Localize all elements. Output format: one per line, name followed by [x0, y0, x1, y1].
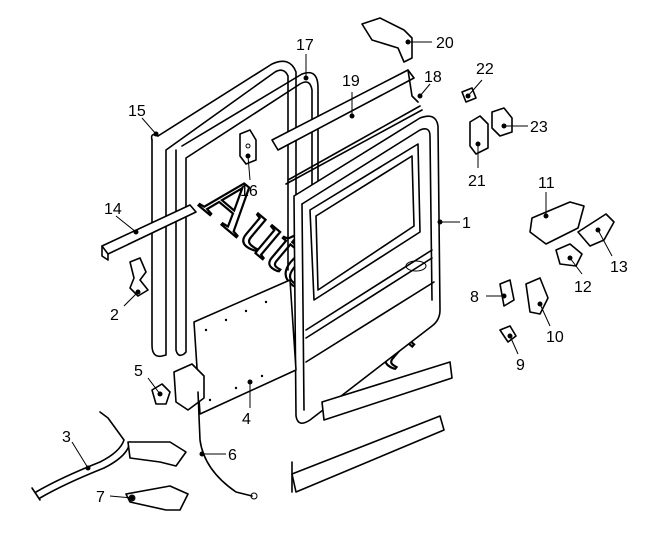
callout-4: 4	[242, 411, 251, 428]
callout-17: 17	[296, 37, 314, 54]
handle-7	[125, 485, 189, 511]
callout-19: 19	[342, 73, 360, 90]
callout-9: 9	[516, 357, 525, 374]
bracket-12	[555, 243, 583, 267]
hinge-21	[469, 115, 489, 155]
leader-lines	[71, 39, 613, 501]
hinge-16	[239, 129, 257, 165]
door-panel	[293, 115, 441, 424]
callout-16: 16	[240, 183, 258, 200]
callout-2: 2	[110, 307, 119, 324]
callout-7: 7	[96, 489, 105, 506]
lock-assembly	[173, 363, 258, 500]
hinge-20	[361, 17, 413, 63]
door-frame-seal	[150, 60, 319, 358]
cable-harness	[31, 411, 187, 501]
callout-14: 14	[104, 201, 122, 218]
bracket-11	[529, 201, 585, 245]
cap-9	[499, 325, 517, 343]
callout-5: 5	[134, 363, 143, 380]
callout-20: 20	[436, 35, 454, 52]
callout-22: 22	[476, 61, 494, 78]
callout-1: 1	[462, 215, 471, 232]
callout-8: 8	[470, 289, 479, 306]
callout-23: 23	[530, 119, 548, 136]
callout-13: 13	[610, 259, 628, 276]
hinge-23	[491, 107, 513, 137]
callout-21: 21	[468, 173, 486, 190]
rail-bracket	[101, 204, 197, 261]
callout-labels: 1 2 3 4 5 6 7 8 9 10 11 12 13 14 15 16 1…	[62, 35, 628, 506]
callout-10: 10	[546, 329, 564, 346]
bracket-2	[129, 257, 149, 297]
striker-8	[499, 279, 515, 307]
callout-3: 3	[62, 429, 71, 446]
callout-11: 11	[538, 175, 555, 192]
upper-rail	[271, 69, 423, 185]
callout-15: 15	[128, 103, 146, 120]
callout-12: 12	[574, 279, 592, 296]
callout-18: 18	[424, 69, 442, 86]
striker-10	[525, 277, 549, 315]
trim-panel	[193, 279, 297, 415]
callout-6: 6	[228, 447, 237, 464]
sill-rails	[291, 361, 453, 493]
